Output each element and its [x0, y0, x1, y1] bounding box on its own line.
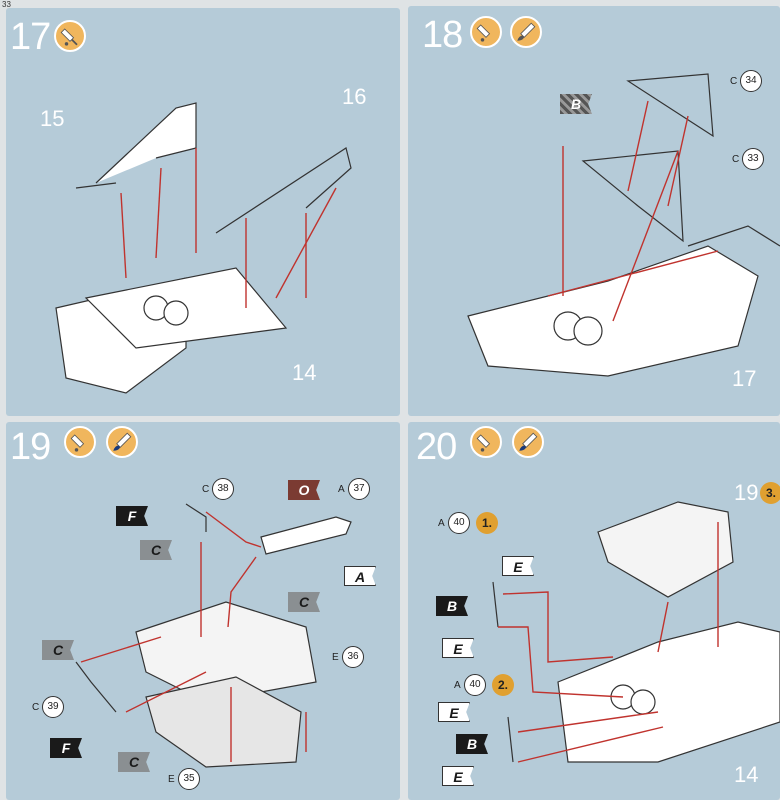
part-callout-35: 35 [178, 768, 200, 790]
step-17-assembly-drawing [55, 102, 352, 394]
marker-flag-b: B [560, 94, 592, 114]
marker-flag-c: C [118, 752, 150, 772]
sprue-letter: E [332, 652, 339, 663]
step-18-panel: 18 B C 34 C 33 17 [408, 6, 780, 416]
paintbrush-icon [106, 426, 138, 458]
part-label-17: 17 [732, 366, 757, 391]
part-label-14: 14 [734, 762, 759, 787]
page-number: 33 [2, 0, 11, 9]
part-callout-33: 33 [742, 148, 764, 170]
part-callout-38: 38 [212, 478, 234, 500]
sprue-letter: C [730, 76, 738, 87]
part-label-15: 15 [40, 106, 65, 131]
marker-flag-c: C [288, 592, 320, 612]
glue-tube-icon [54, 20, 86, 52]
marker-flag-e: E [438, 702, 470, 722]
part-callout-40: 40 [464, 674, 486, 696]
sprue-letter: C [32, 702, 40, 713]
step-17-panel: 17 15 16 14 [6, 8, 400, 416]
sprue-letter: A [338, 484, 345, 495]
sprue-letter: A [454, 680, 461, 691]
part-callout-39: 39 [42, 696, 64, 718]
paintbrush-icon [510, 16, 542, 48]
marker-flag-b: B [456, 734, 488, 754]
glue-tube-icon [470, 426, 502, 458]
part-callout-34: 34 [740, 70, 762, 92]
part-callout-40: 40 [448, 512, 470, 534]
marker-flag-c: C [42, 640, 74, 660]
sprue-letter: A [438, 518, 445, 529]
marker-flag-e: E [442, 638, 474, 658]
sprue-letter: C [732, 154, 740, 165]
step-number: 20 [416, 426, 457, 468]
glue-tube-icon [470, 16, 502, 48]
sequence-badge-3: 3. [760, 482, 780, 504]
sprue-letter: E [168, 774, 175, 785]
marker-flag-e: E [442, 766, 474, 786]
marker-flag-b: B [436, 596, 468, 616]
marker-flag-f: F [116, 506, 148, 526]
step-19-panel: 19 F C 38 C O A 37 A [6, 422, 400, 800]
part-callout-36: 36 [342, 646, 364, 668]
marker-flag-c: C [140, 540, 172, 560]
sequence-badge-1: 1. [476, 512, 498, 534]
glue-tube-icon [64, 426, 96, 458]
step-number: 17 [10, 16, 51, 58]
paintbrush-icon [512, 426, 544, 458]
part-callout-37: 37 [348, 478, 370, 500]
step-19-assembly-drawing [75, 503, 352, 768]
marker-flag-f: F [50, 738, 82, 758]
marker-flag-a: A [344, 566, 376, 586]
sequence-badge-2: 2. [492, 674, 514, 696]
part-label-16: 16 [342, 84, 367, 109]
step-20-panel: 20 A 40 1. E B E A 40 2. [408, 422, 780, 800]
step-number: 19 [10, 426, 51, 468]
step-20-assembly-drawing [492, 501, 780, 763]
marker-flag-e: E [502, 556, 534, 576]
step-number: 18 [422, 14, 463, 56]
part-label-19: 19 [734, 480, 759, 505]
sprue-letter: C [202, 484, 210, 495]
marker-flag-o: O [288, 480, 320, 500]
step-18-assembly-drawing [467, 73, 780, 377]
part-label-14: 14 [292, 360, 317, 385]
